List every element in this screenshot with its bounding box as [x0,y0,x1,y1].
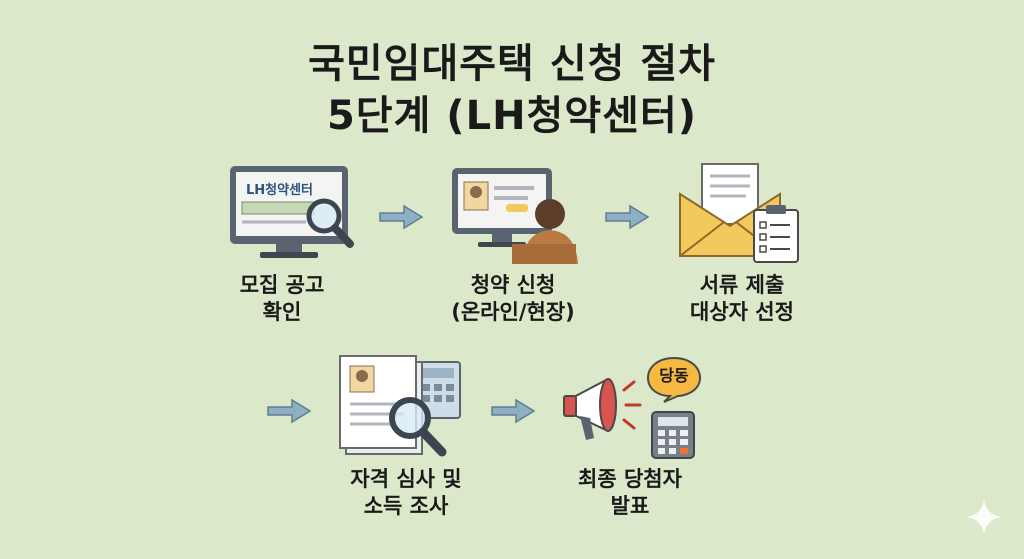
step-3-line2: 대상자 선정 [632,299,852,326]
step-3-label: 서류 제출 대상자 선정 [632,272,852,326]
monitor-search-icon: LH청약센터 [226,162,362,262]
announcement-badge-text: 당동 [650,366,698,386]
arrow-right-icon [378,204,424,230]
step-5-label: 최종 당첨자 발표 [520,466,740,520]
step-3-line1: 서류 제출 [632,272,852,299]
monitor-screen-text: LH청약센터 [246,182,313,198]
step-2-line2: (온라인/현장) [403,299,623,326]
person-computer-icon [450,166,580,264]
document-magnifier-icon [336,352,470,464]
page-title: 국민임대주택 신청 절차 [0,40,1024,88]
step-5-line2: 발표 [520,493,740,520]
page-subtitle: 5단계 (LH청약센터) [0,92,1024,140]
step-2-line1: 청약 신청 [403,272,623,299]
step-4-line2: 소득 조사 [296,493,516,520]
step-1-line1: 모집 공고 [172,272,392,299]
arrow-right-icon [490,398,536,424]
step-5-line1: 최종 당첨자 [520,466,740,493]
arrow-right-icon [266,398,312,424]
sparkle-icon [964,497,1004,537]
step-2-label: 청약 신청 (온라인/현장) [403,272,623,326]
step-4-line1: 자격 심사 및 [296,466,516,493]
megaphone-icon [562,368,646,448]
step-4-label: 자격 심사 및 소득 조사 [296,466,516,520]
step-1-label: 모집 공고 확인 [172,272,392,326]
arrow-right-icon [604,204,650,230]
envelope-document-icon [676,160,804,264]
step-1-line2: 확인 [172,299,392,326]
calculator-icon [650,410,696,460]
